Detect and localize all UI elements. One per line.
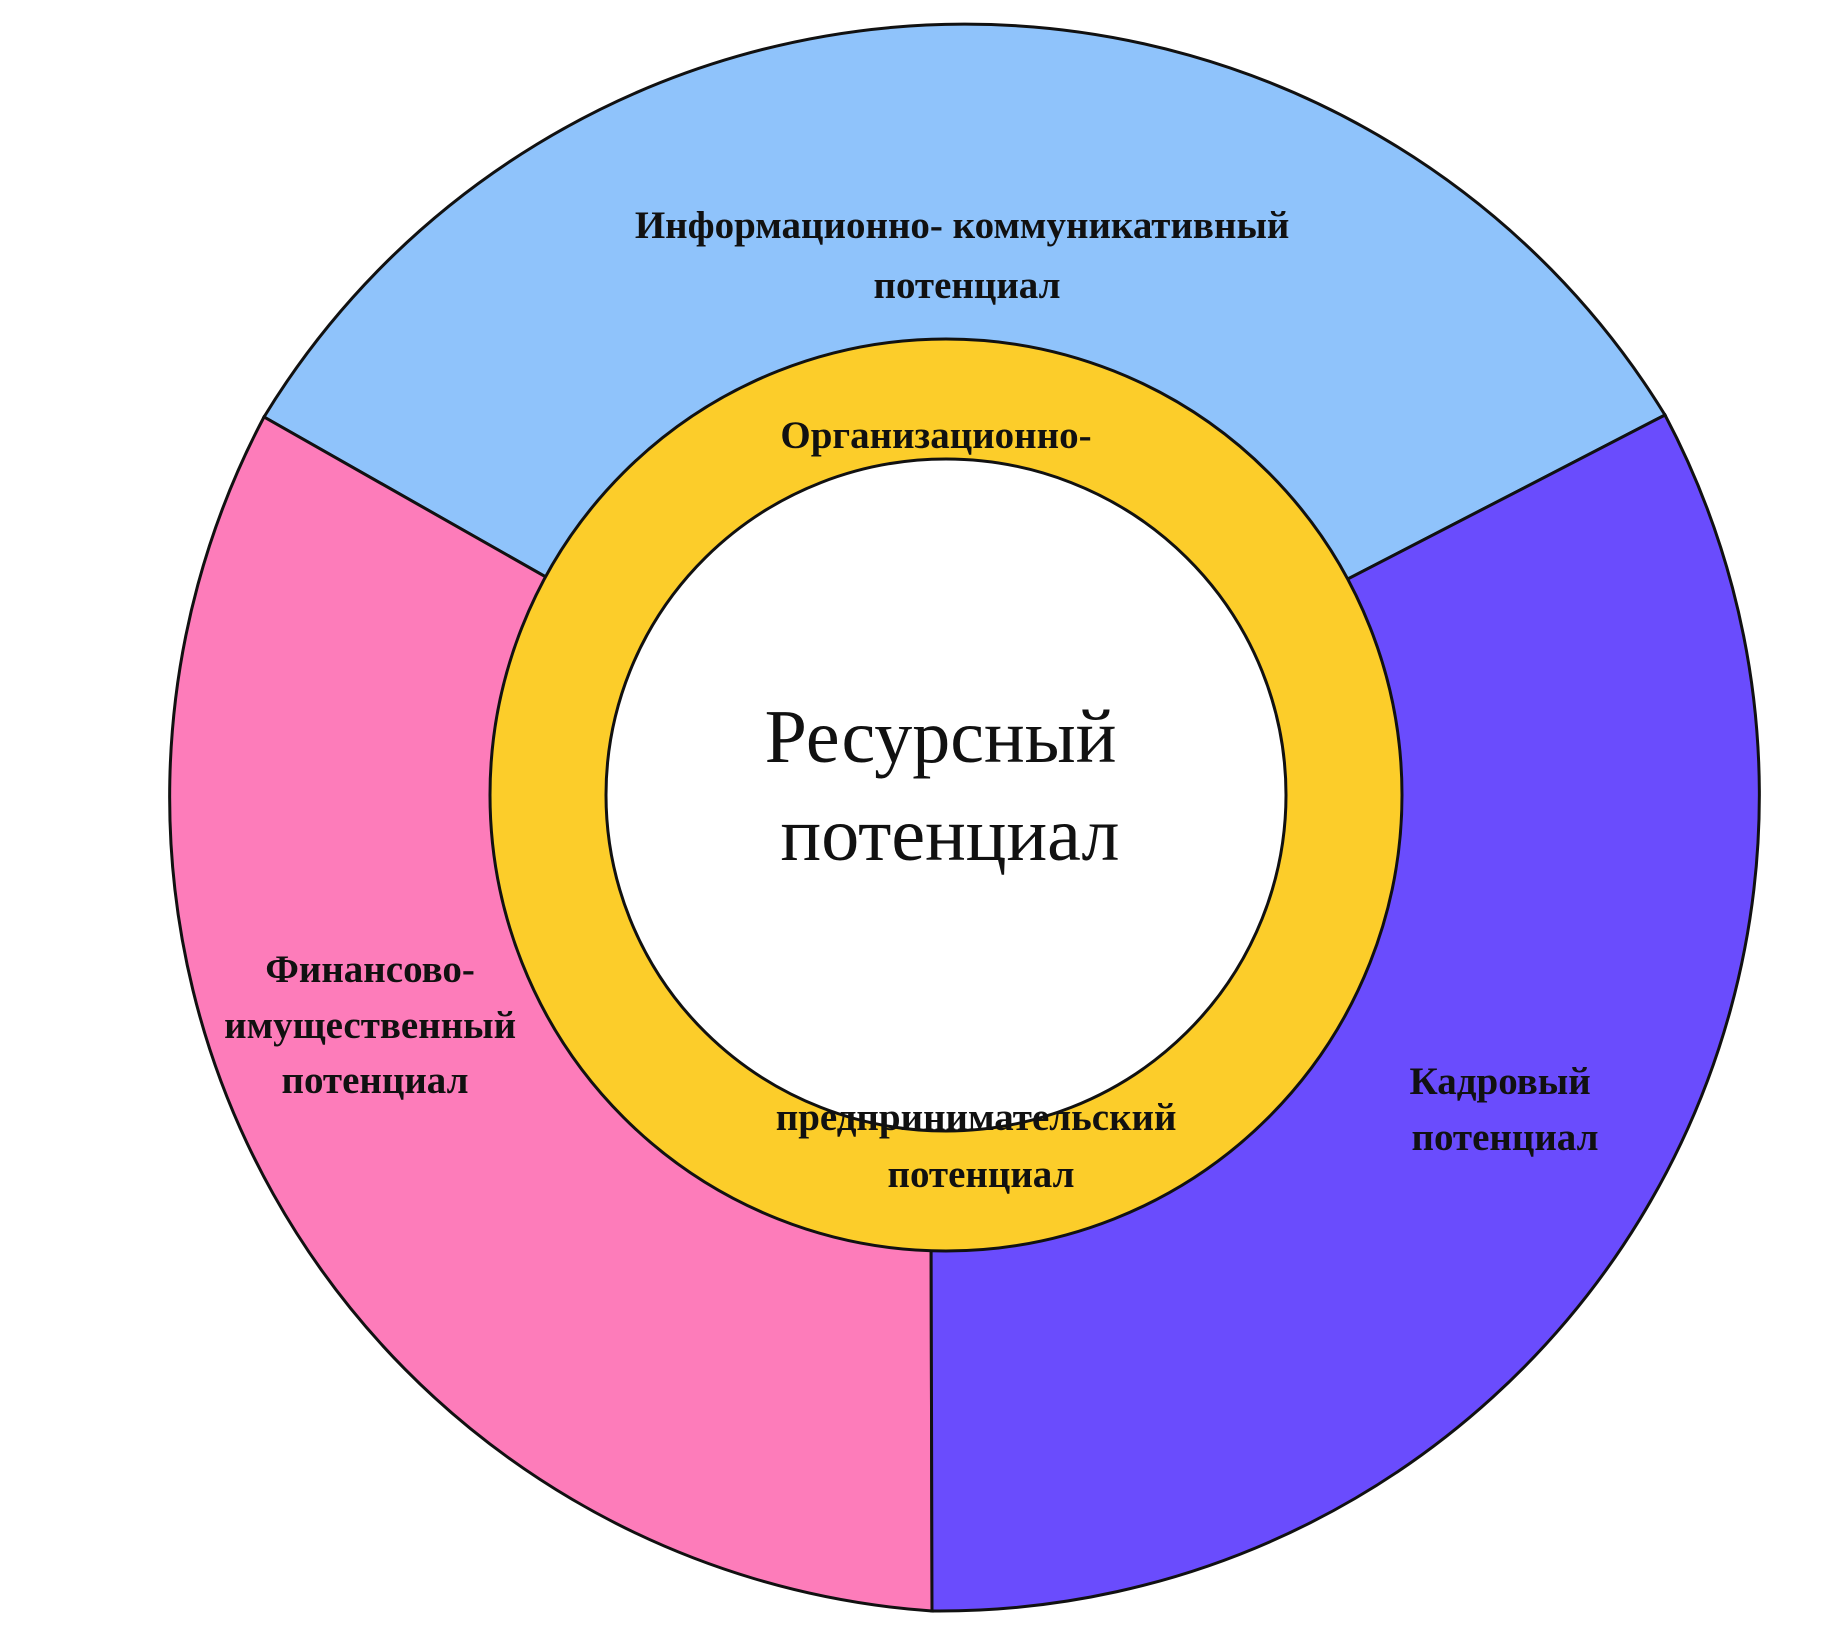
finance-label-line-2: имущественный <box>224 1004 516 1047</box>
staff-label: Кадровый потенциал <box>1410 1060 1601 1159</box>
finance-label-line-3: потенциал <box>281 1059 468 1102</box>
info-label-line-1: Информационно- коммуникативный <box>635 204 1290 247</box>
ring-label-bottom: предпринимательский потенциал <box>776 1096 1187 1196</box>
center-circle <box>604 457 1288 1133</box>
staff-label-line-1: Кадровый <box>1410 1060 1591 1103</box>
ring-label-bottom-line-1: предпринимательский <box>776 1096 1177 1139</box>
ring-label-bottom-line-2: потенциал <box>887 1153 1074 1196</box>
center-label: Ресурсный потенциал <box>765 695 1136 877</box>
info-label: Информационно- коммуникативный потенциал <box>635 204 1299 307</box>
center-label-line-1: Ресурсный <box>765 695 1117 779</box>
finance-label: Финансово- имущественный потенциал <box>224 948 526 1102</box>
ring-label-top: Организационно- <box>780 414 1091 457</box>
center-label-line-2: потенциал <box>781 793 1120 877</box>
info-label-line-2: потенциал <box>873 264 1060 307</box>
finance-label-line-1: Финансово- <box>265 948 475 991</box>
staff-label-line-2: потенциал <box>1411 1116 1598 1159</box>
